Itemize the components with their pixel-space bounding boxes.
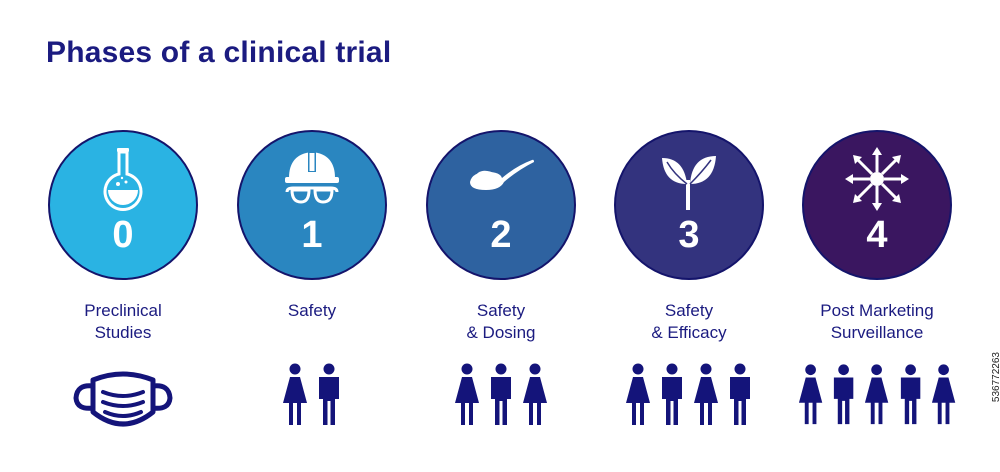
phase-circle-2: 2 [426,130,576,280]
male-figure-icon [900,364,920,425]
spoon-icon [470,159,534,190]
people-group [421,363,581,433]
arrows-outward-icon [845,147,909,211]
phase-number: 2 [490,214,512,256]
female-figure-icon [798,364,823,425]
male-figure-icon [662,363,682,425]
male-figure-icon [491,363,511,425]
people-group [609,363,769,433]
flask-icon [103,148,143,212]
male-figure-icon [730,363,750,425]
phase-label: Post Marketing Surveillance [820,301,934,342]
phase-number: 3 [678,214,700,256]
female-figure-icon [694,363,718,425]
phase-circle-4: 4 [802,130,952,280]
phase-label: Safety & Efficacy [651,301,727,342]
phase-circle-3: 3 [614,130,764,280]
phase-number: 0 [112,214,134,256]
male-figure-icon [834,364,854,425]
phase-label: Safety & Dosing [466,301,536,342]
phase-0: 0 Preclinical Studies [43,128,203,468]
hard-hat-goggles-icon [285,152,339,204]
female-figure-icon [931,364,956,425]
people-group [232,363,392,433]
phase-circle-1: 1 [237,130,387,280]
phase-3: 3 Safety & Efficacy [609,128,769,468]
female-figure-icon [865,364,889,425]
page-title: Phases of a clinical trial [46,36,392,69]
phase-number: 4 [866,214,888,256]
female-figure-icon [626,363,650,425]
female-figure-icon [523,363,547,425]
phase-1: 1 Safety [232,128,392,468]
female-figure-icon [283,363,307,425]
phase-4: 4 Post Marketing Surveillance [797,128,957,468]
people-group [797,363,957,433]
phase-label: Preclinical Studies [84,301,162,342]
phase-2: 2 Safety & Dosing [421,128,581,468]
female-figure-icon [455,363,479,425]
phase-label: Safety [287,301,337,320]
male-figure-icon [319,363,339,425]
face-mask-icon [73,371,173,427]
phase-circle-0: 0 [48,130,198,280]
leaves-icon [662,156,716,210]
phase-number: 1 [301,214,323,256]
stock-id: 536772263 [991,352,1000,403]
